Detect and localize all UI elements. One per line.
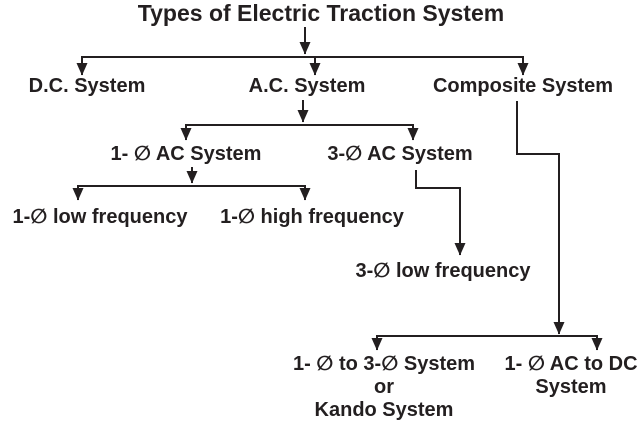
node-kando-system: 1- ∅ to 3-∅ System or Kando System — [293, 353, 475, 422]
diagram-title: Types of Electric Traction System — [137, 0, 505, 26]
connector-composite-elbow — [516, 101, 565, 335]
node-single-phase-ac: 1- ∅ AC System — [110, 143, 262, 165]
node-ac-to-dc-line2: System — [535, 376, 607, 398]
node-ac-system: A.C. System — [248, 75, 366, 97]
node-three-phase-ac: 3-∅ AC System — [327, 143, 473, 165]
node-kando-line3: Kando System — [314, 399, 454, 421]
node-kando-line2: or — [374, 376, 394, 398]
node-single-phase-high-frequency: 1-∅ high frequency — [220, 206, 404, 228]
node-composite-system: Composite System — [432, 75, 614, 97]
node-single-phase-low-frequency: 1-∅ low frequency — [12, 206, 188, 228]
connector-3ph-elbow — [415, 170, 466, 256]
node-dc-system: D.C. System — [28, 75, 146, 97]
node-kando-line1: 1- ∅ to 3-∅ System — [292, 353, 476, 375]
node-ac-to-dc-line1: 1- ∅ AC to DC — [504, 353, 638, 375]
node-ac-to-dc-system: 1- ∅ AC to DC System — [504, 353, 637, 399]
node-three-phase-low-frequency: 3-∅ low frequency — [355, 260, 531, 282]
